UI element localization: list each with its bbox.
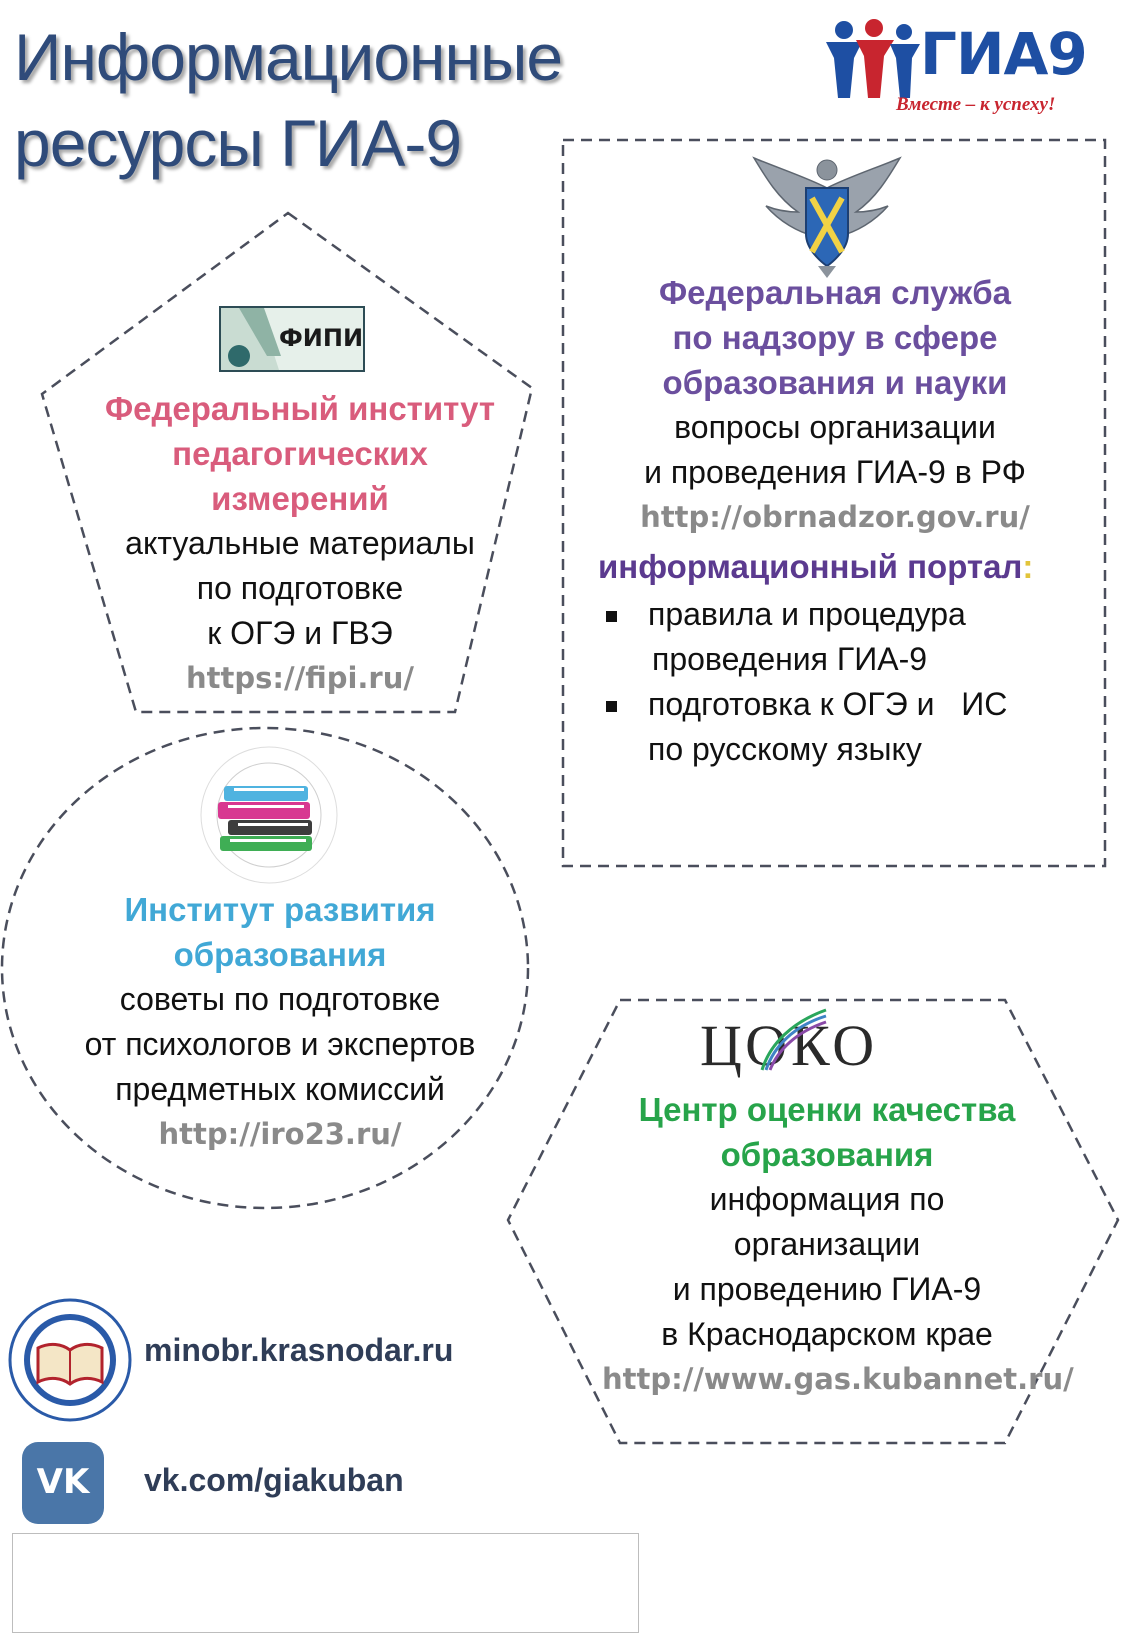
- page-title: Информационные ресурсы ГИА-9: [14, 14, 574, 186]
- empty-box: [12, 1533, 639, 1633]
- fipi-logo-text: ФИПИ: [279, 324, 364, 352]
- portal-title: информационный портал:: [598, 548, 1034, 585]
- coko-logo: ЦОКО: [700, 1008, 910, 1086]
- gia9-logo: ГИА9 Вместе – к успеху!: [822, 12, 1112, 120]
- iro-url-link[interactable]: http://iro23.ru/: [158, 1117, 402, 1151]
- rosobrnadzor-heading: Федеральная служба по надзору в сфере об…: [658, 274, 1012, 401]
- coko-swoosh-icon: [760, 1008, 827, 1071]
- coko-heading: Центр оценки качества образования: [638, 1091, 1016, 1173]
- coko-description: информация по организации и проведению Г…: [661, 1181, 993, 1352]
- iro-block: Институт развития образования советы по …: [35, 887, 525, 1156]
- vk-icon[interactable]: VK: [22, 1442, 104, 1524]
- vk-community-link[interactable]: vk.com/giakuban: [144, 1462, 404, 1498]
- square-bullet-icon: [606, 611, 617, 622]
- coko-url-link[interactable]: http://www.gas.kubannet.ru/: [602, 1362, 1074, 1396]
- fipi-url-link[interactable]: https://fipi.ru/: [186, 661, 414, 695]
- portal-list: правила и процедура проведения ГИА-9 под…: [600, 592, 1090, 772]
- rosobrnadzor-url-link[interactable]: http://obrnadzor.gov.ru/: [640, 500, 1030, 534]
- rosobrnadzor-eagle-emblem-icon: [748, 148, 906, 280]
- rosobrnadzor-block: Федеральная служба по надзору в сфере об…: [600, 270, 1070, 539]
- iro-books-logo-icon: [198, 744, 340, 886]
- gia9-logo-text: ГИА9: [920, 20, 1088, 88]
- fipi-block: Федеральный институт педагогических изме…: [55, 386, 545, 700]
- page-title-line-1: Информационные: [14, 20, 563, 94]
- fipi-description: актуальные материалы по подготовке к ОГЭ…: [125, 525, 475, 651]
- rosobrnadzor-description: вопросы организации и проведения ГИА-9 в…: [644, 409, 1026, 490]
- ministry-seal-book-icon: [8, 1298, 132, 1422]
- gia9-people-icon: [826, 19, 920, 98]
- page-title-line-2: ресурсы ГИА-9: [14, 106, 462, 180]
- minobr-site-link[interactable]: minobr.krasnodar.ru: [144, 1332, 454, 1368]
- iro-description: советы по подготовке от психологов и экс…: [84, 981, 476, 1107]
- fipi-logo: ФИПИ: [219, 306, 365, 372]
- fipi-heading: Федеральный институт педагогических изме…: [104, 390, 496, 517]
- square-bullet-icon: [606, 701, 617, 712]
- gia9-slogan: Вместе – к успеху!: [896, 94, 1056, 115]
- list-item: правила и процедура проведения ГИА-9: [600, 592, 1090, 682]
- iro-heading: Институт развития образования: [124, 891, 436, 973]
- vk-icon-label: VK: [36, 1462, 90, 1502]
- list-item: подготовка к ОГЭ и ИС по русскому языку: [600, 682, 1090, 772]
- coko-block: Центр оценки качества образования информ…: [602, 1087, 1074, 1401]
